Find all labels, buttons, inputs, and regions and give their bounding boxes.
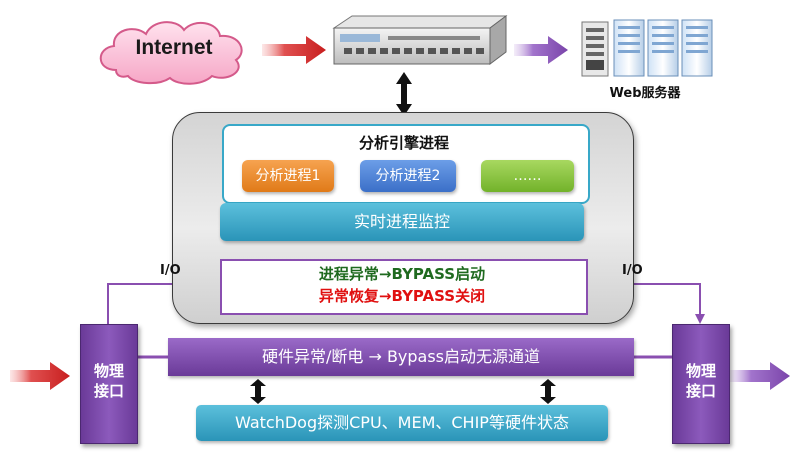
- io-connector-right-arrowhead: [695, 314, 705, 324]
- bypass-start-text: 进程异常→BYPASS启动: [318, 265, 486, 283]
- internet-label: Internet: [135, 36, 213, 59]
- appliance-link-arrow-icon: [396, 72, 412, 116]
- bypass-status-box: [220, 259, 588, 315]
- web-server-label: Web服务器: [609, 86, 681, 101]
- physical-port-left: 物理 接口: [80, 324, 138, 444]
- port-outbound-arrow-icon: [730, 362, 790, 390]
- io-label-right: I/O: [622, 263, 643, 278]
- cloud-icon: [99, 21, 243, 85]
- watchdog-link-arrow-icon: [250, 379, 556, 404]
- analysis-process-1: 分析进程1: [242, 160, 334, 192]
- port-inbound-arrow-icon: [10, 362, 70, 390]
- analysis-engine-title: 分析引擎进程: [358, 134, 449, 152]
- physical-port-left-label: 物理 接口: [93, 362, 124, 400]
- analysis-process-2: 分析进程2: [360, 160, 456, 192]
- analysis-process-more: ……: [481, 160, 574, 192]
- server-rack-icon: [581, 19, 713, 77]
- bypass-stop-text: 异常恢复→BYPASS关闭: [318, 287, 486, 305]
- process-monitor-bar: 实时进程监控: [220, 203, 584, 241]
- physical-port-right-label: 物理 接口: [685, 362, 716, 400]
- watchdog-bar: WatchDog探测CPU、MEM、CHIP等硬件状态: [196, 405, 608, 441]
- appliance-icon: [332, 15, 508, 65]
- outbound-arrow-icon: [514, 36, 568, 64]
- inbound-arrow-icon: [262, 36, 326, 64]
- hardware-bypass-bar: 硬件异常/断电 → Bypass启动无源通道: [168, 338, 634, 376]
- io-label-left: I/O: [160, 263, 181, 278]
- physical-port-right: 物理 接口: [672, 324, 730, 444]
